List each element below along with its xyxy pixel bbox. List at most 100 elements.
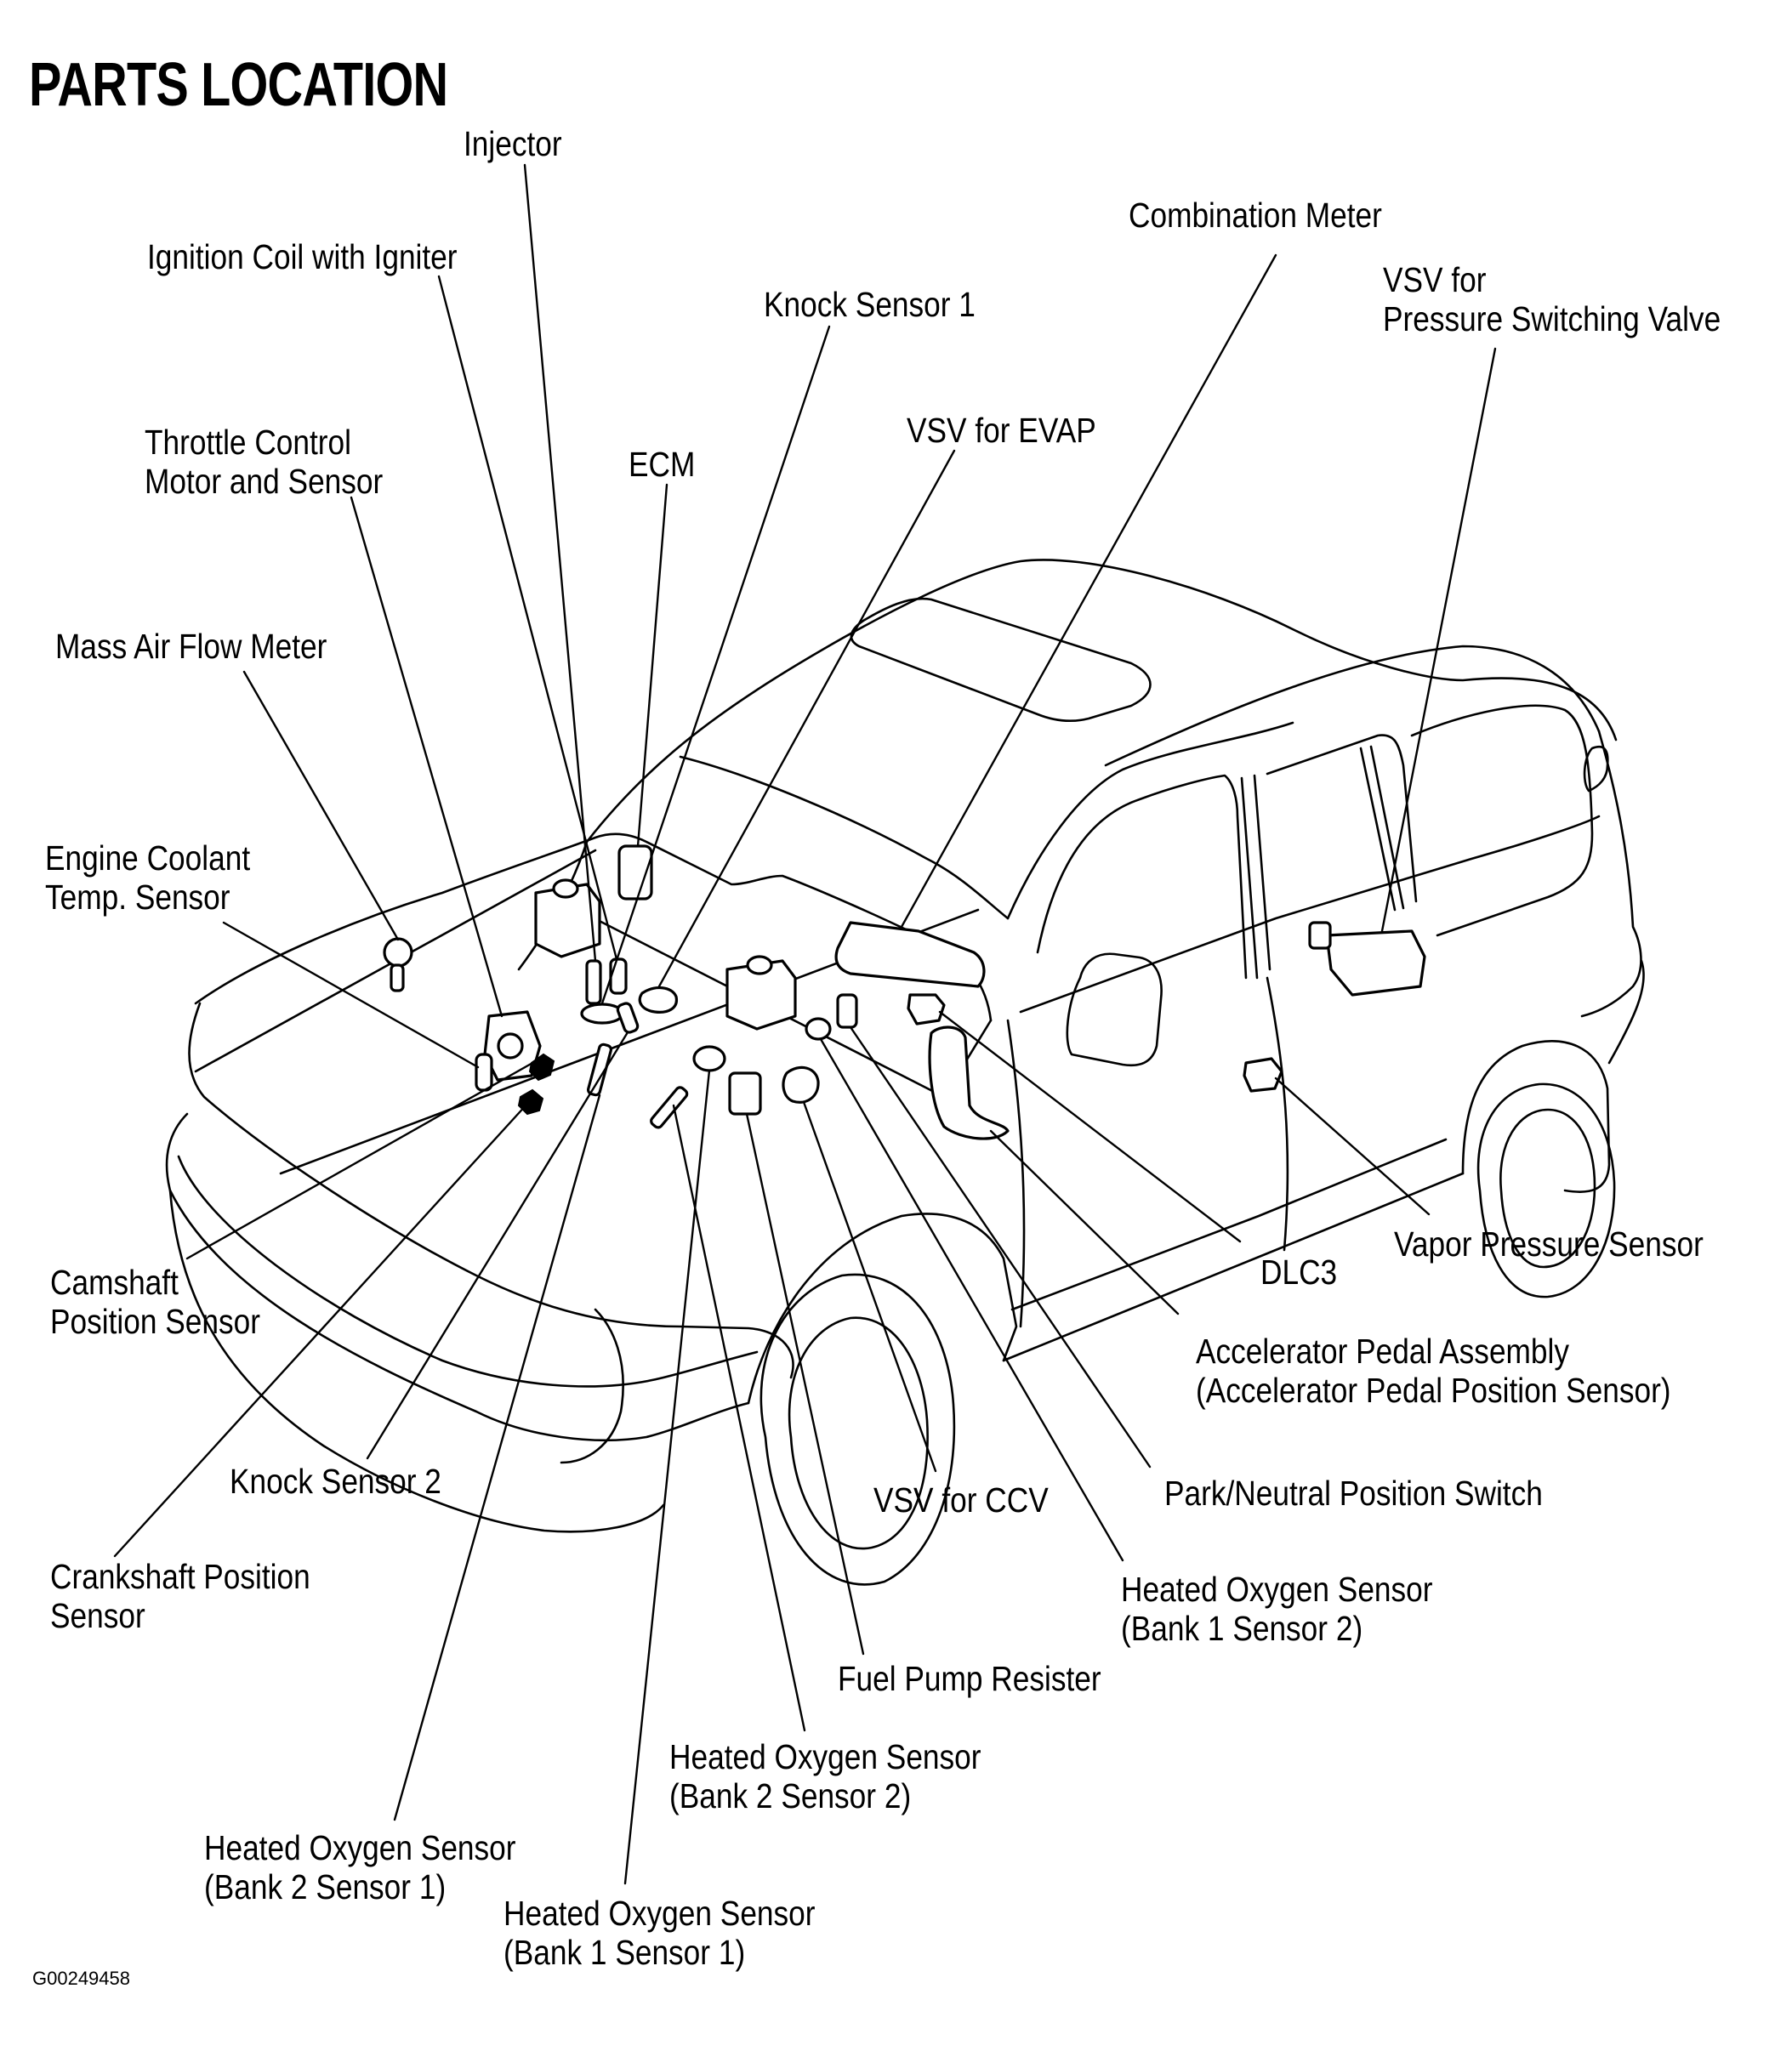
leader-ecm xyxy=(636,483,668,848)
ignition-coil-part xyxy=(609,957,628,995)
label-knock-sensor-1: Knock Sensor 1 xyxy=(764,285,976,324)
fuel-pump-resister-part xyxy=(728,1071,762,1116)
front-door-window xyxy=(1036,774,1248,980)
canister-vsv-part xyxy=(1325,929,1426,997)
leader-dlc3 xyxy=(938,1010,1242,1243)
ecm-box xyxy=(617,844,653,901)
leader-crankshaft-sensor xyxy=(113,1102,529,1558)
leader-ho2s-b2s2 xyxy=(672,1104,806,1732)
windshield-top-edge xyxy=(679,755,1010,920)
leader-ho2s-b2s1 xyxy=(393,1094,601,1821)
c-pillar-1 xyxy=(1359,747,1397,912)
combination-meter xyxy=(834,921,986,988)
leader-ignition-coil xyxy=(437,275,618,961)
accelerator-pedal-part xyxy=(928,1026,1010,1140)
label-vsv-evap: VSV for EVAP xyxy=(907,411,1096,450)
label-line: Crankshaft Position xyxy=(50,1557,310,1596)
leader-knock-sensor-2 xyxy=(366,1031,629,1460)
maf-meter-stem xyxy=(390,963,405,992)
vapor-pressure-sensor-part xyxy=(1243,1057,1283,1093)
label-line: Temp. Sensor xyxy=(45,878,230,917)
label-line: (Bank 2 Sensor 1) xyxy=(204,1867,447,1906)
leader-fuel-pump-resister xyxy=(745,1112,865,1656)
label-line: Fuel Pump Resister xyxy=(838,1659,1101,1698)
label-line: Pressure Switching Valve xyxy=(1383,299,1721,338)
vsv-evap-part xyxy=(638,986,678,1014)
front-bumper-top xyxy=(165,1112,750,1442)
roof-outline xyxy=(585,559,1618,844)
label-ho2s-b1s2: Heated Oxygen Sensor (Bank 1 Sensor 2) xyxy=(1121,1570,1433,1648)
brake-reservoir-cap xyxy=(746,955,773,975)
label-vsv-ccv: VSV for CCV xyxy=(873,1480,1049,1520)
label-line: (Bank 1 Sensor 2) xyxy=(1121,1609,1363,1648)
rear-wheel-inner xyxy=(1499,1108,1596,1269)
label-line: Throttle Control xyxy=(145,423,352,462)
park-neutral-switch-part xyxy=(836,993,858,1029)
label-ho2s-b1s1: Heated Oxygen Sensor (Bank 1 Sensor 1) xyxy=(503,1894,816,1972)
label-knock-sensor-2: Knock Sensor 2 xyxy=(230,1462,441,1501)
leader-vapor-pressure-sensor xyxy=(1274,1077,1431,1216)
lower-body-line xyxy=(1010,1138,1448,1311)
label-line: Knock Sensor 2 xyxy=(230,1462,441,1501)
label-line: Mass Air Flow Meter xyxy=(55,627,327,666)
label-line: Heated Oxygen Sensor xyxy=(669,1737,981,1776)
vehicle-outline xyxy=(165,559,1645,1586)
label-line: Knock Sensor 1 xyxy=(764,285,976,324)
maf-meter-part xyxy=(383,937,413,968)
leader-lines xyxy=(113,163,1497,1885)
label-line: DLC3 xyxy=(1260,1253,1338,1292)
belt-line xyxy=(1019,815,1601,1014)
label-line: Motor and Sensor xyxy=(145,462,384,501)
rear-door-window xyxy=(1266,734,1418,903)
label-line: VSV for EVAP xyxy=(907,411,1096,450)
rear-door-edge xyxy=(1266,976,1289,1252)
components xyxy=(383,844,1426,1140)
rear-bumper xyxy=(1607,959,1645,1065)
label-throttle-control: Throttle Control Motor and Sensor xyxy=(145,423,383,501)
a-pillar-right xyxy=(1006,721,1294,920)
rear-fender xyxy=(1461,1040,1611,1193)
label-line: Heated Oxygen Sensor xyxy=(1121,1570,1433,1609)
label-line: Heated Oxygen Sensor xyxy=(204,1828,516,1867)
vsv-ccv-part xyxy=(782,1065,820,1104)
hood-front-edge xyxy=(188,1002,794,1379)
injector-part xyxy=(585,959,602,1005)
leader-combination-meter xyxy=(900,253,1277,929)
brake-reservoir xyxy=(725,959,797,1031)
sunroof xyxy=(850,597,1152,723)
dlc3-part xyxy=(907,993,946,1026)
leader-ect-sensor xyxy=(222,921,480,1069)
label-line: Position Sensor xyxy=(50,1302,260,1341)
label-camshaft-sensor: Camshaft Position Sensor xyxy=(50,1263,260,1341)
front-wheel-outer xyxy=(759,1273,956,1586)
label-maf-meter: Mass Air Flow Meter xyxy=(55,627,327,666)
label-line: Engine Coolant xyxy=(45,838,251,878)
front-wheel-inner xyxy=(788,1316,929,1550)
figure-id: G00249458 xyxy=(32,1968,130,1989)
ho2s-b1s1-part xyxy=(692,1045,726,1072)
label-line: Sensor xyxy=(50,1596,145,1635)
label-vapor-pressure-sensor: Vapor Pressure Sensor xyxy=(1394,1224,1704,1264)
label-line: Ignition Coil with Igniter xyxy=(147,237,458,276)
leader-maf-meter xyxy=(242,670,400,941)
leader-camshaft-sensor xyxy=(185,1057,542,1260)
leader-accelerator-pedal xyxy=(989,1129,1180,1315)
label-line: (Accelerator Pedal Position Sensor) xyxy=(1196,1371,1671,1410)
label-ecm: ECM xyxy=(629,445,695,484)
b-pillar-2 xyxy=(1253,774,1271,971)
throttle-body-bore xyxy=(497,1032,524,1060)
label-line: (Bank 1 Sensor 1) xyxy=(503,1933,746,1972)
leader-throttle-control xyxy=(350,496,503,1018)
tail-light xyxy=(1583,745,1609,793)
label-line: Accelerator Pedal Assembly xyxy=(1196,1332,1570,1371)
label-ignition-coil: Ignition Coil with Igniter xyxy=(147,237,458,276)
label-line: (Bank 2 Sensor 2) xyxy=(669,1776,912,1815)
label-dlc3: DLC3 xyxy=(1260,1253,1337,1292)
knock-sensor-1-part xyxy=(580,1003,624,1025)
label-crankshaft-sensor: Crankshaft Position Sensor xyxy=(50,1557,310,1635)
ho2s-b1s2-part xyxy=(805,1017,832,1041)
washer-reservoir-cap xyxy=(552,878,579,899)
roof-rear-edge xyxy=(1104,645,1601,767)
leader-vsv-evap xyxy=(657,449,956,988)
